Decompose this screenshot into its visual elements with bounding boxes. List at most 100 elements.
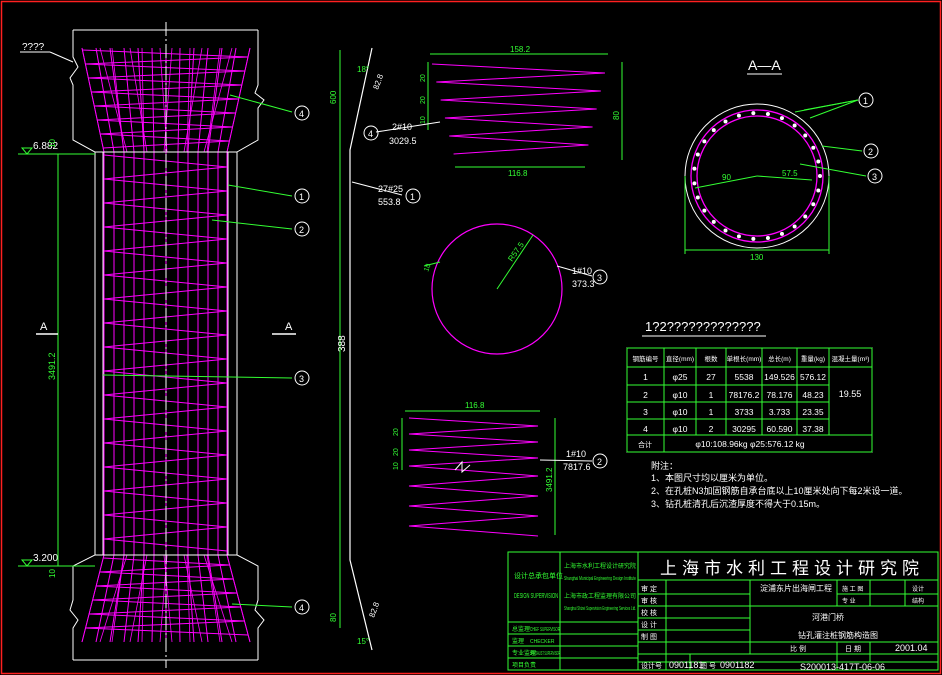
section-callout-3-leader xyxy=(799,163,867,177)
note-3: 3、钻孔桩清孔后沉渣厚度不得大于0.15m。 xyxy=(651,498,825,509)
section-dim-90 xyxy=(694,175,758,189)
bottom-cross-bar xyxy=(81,554,105,643)
table-cell: 48.23 xyxy=(802,390,824,400)
table-cell: 78.176 xyxy=(767,390,793,400)
pile-outline-right xyxy=(236,30,265,660)
section-dim-r-text: 57.5 xyxy=(782,169,798,178)
main-bar-dim-bottom: 80 xyxy=(329,613,338,622)
title-block xyxy=(507,551,939,671)
callout-4-bottom: 4 xyxy=(231,599,310,615)
main-rebar xyxy=(197,47,209,643)
tb-row-5: 制 图 xyxy=(641,632,657,641)
main-bar-angle-bottom: 15° xyxy=(357,637,369,646)
table-cell: 2 xyxy=(643,390,648,400)
table-cell: 5538 xyxy=(735,372,754,382)
ring-callout-circle xyxy=(592,269,608,285)
bottom-cross-bar xyxy=(129,554,148,643)
table-cell: 1 xyxy=(709,407,714,417)
notes-title: 附注： xyxy=(651,460,678,471)
table-cell: 60.590 xyxy=(767,424,793,434)
title-block-frame xyxy=(507,551,939,671)
spiral-main-leader xyxy=(539,459,593,462)
table-header-cell: 重量(kg) xyxy=(801,355,825,363)
main-rebar xyxy=(95,47,115,643)
tb-row-1: 审 定 xyxy=(641,584,657,593)
rebar-mesh xyxy=(81,47,251,643)
spiral-main-d1: 20 xyxy=(393,428,400,436)
svg-text:1: 1 xyxy=(299,192,304,202)
table-cell: 3.733 xyxy=(769,407,791,417)
top-cross-bar xyxy=(163,47,173,153)
tb-phase-value: 设计 xyxy=(912,585,924,593)
ring-lap xyxy=(423,261,441,267)
table-cell: 3 xyxy=(643,407,648,417)
main-bar-leader xyxy=(351,181,403,196)
pile-outline-left xyxy=(69,30,96,660)
spiral-top-zigzag xyxy=(431,63,605,155)
bottom-cross-bar xyxy=(111,554,125,643)
top-cross-bar xyxy=(226,47,251,153)
table-total-label: 合计 xyxy=(638,440,652,449)
notes: 附注： 1、本图尺寸均以厘米为单位。 2、在孔桩N3加固钢筋自承台底以上10厘米… xyxy=(651,460,908,509)
section-main-bars xyxy=(692,111,822,241)
section-bar-dot xyxy=(765,111,770,116)
spiral-top-detail: 158.2 116.8 80 20 20 10 2#10 3029.5 4 xyxy=(363,45,623,178)
section-bar-dot xyxy=(779,231,784,236)
bottom-cross-bar xyxy=(226,554,251,643)
top-cross-bar xyxy=(99,47,128,153)
spiral-main-zigzag xyxy=(408,417,539,537)
dim-top-10: 10 xyxy=(48,139,57,148)
tb-phase-label: 施 工 图 xyxy=(842,585,863,593)
section-bar-dot xyxy=(818,174,822,178)
main-rebar xyxy=(177,47,181,643)
section-bar-dot xyxy=(695,152,700,157)
top-cross-bar xyxy=(141,47,145,153)
ring-leader xyxy=(556,265,593,277)
section-bar-dot xyxy=(792,224,797,229)
section-bar-dot xyxy=(792,123,797,128)
table-total-value: φ10:108.96kg φ25:576.12 kg xyxy=(695,439,805,449)
section-bar-dot xyxy=(692,181,697,186)
tb-design-no-label: 设计号 xyxy=(641,661,662,670)
callout-4-top: 4 xyxy=(229,94,310,121)
svg-text:4: 4 xyxy=(299,603,304,613)
section-aa: A—A 90 57.5 130 1 2 3 xyxy=(684,57,883,262)
top-label-leader-2 xyxy=(49,51,74,63)
section-bar-dot xyxy=(711,219,716,224)
section-callout-1: 1 xyxy=(863,96,868,106)
level-top-marker xyxy=(20,147,34,155)
main-bar-length: 388 xyxy=(337,335,348,352)
spiral-main-d2: 20 xyxy=(393,448,400,456)
ring-detail: R57.5 10 1#10 373.3 3 xyxy=(423,223,608,355)
tb-date-label: 日 期 xyxy=(845,645,861,653)
svg-text:4: 4 xyxy=(299,109,304,119)
table-cell: 37.38 xyxy=(802,424,824,434)
tb-left-header: 设计总承包单位 xyxy=(514,571,563,580)
tb-row-3: 校 核 xyxy=(641,608,657,617)
table-cell: φ10 xyxy=(673,424,688,434)
institute-name: 上海市水利工程设计研究院 xyxy=(660,559,924,578)
section-callout-1-leader-3 xyxy=(809,99,859,119)
bottom-cross-bar xyxy=(163,554,173,643)
main-bar-detail: 600 18° 82.8 388 80 82.8 15° 27#25 553.8… xyxy=(329,47,421,651)
section-callout-1-circle xyxy=(858,92,874,108)
bottom-cross-bar xyxy=(186,554,191,643)
tb-proj-label: 项目负责 xyxy=(512,661,536,669)
main-bar-diam-top: 82.8 xyxy=(371,72,385,90)
bottom-cross-bar xyxy=(159,554,168,643)
top-cross-bar xyxy=(206,47,221,153)
section-spiral-inner xyxy=(696,115,818,237)
ring-circle xyxy=(431,223,563,355)
section-dim-r xyxy=(756,175,813,181)
spiral-top-label-len: 3029.5 xyxy=(389,136,417,146)
bottom-cross-bar xyxy=(183,554,203,643)
tb-institute-en: Shanghai Municipal Engineering Design In… xyxy=(564,576,636,582)
table-cell: 27 xyxy=(706,372,716,382)
svg-text:2: 2 xyxy=(299,225,304,235)
height-dim: 3491.2 xyxy=(47,352,57,380)
section-bar-dot xyxy=(751,111,756,116)
svg-text:3: 3 xyxy=(299,374,304,384)
spiral-main-label-len: 7817.6 xyxy=(563,462,591,472)
level-bottom: 3.200 xyxy=(33,553,58,564)
